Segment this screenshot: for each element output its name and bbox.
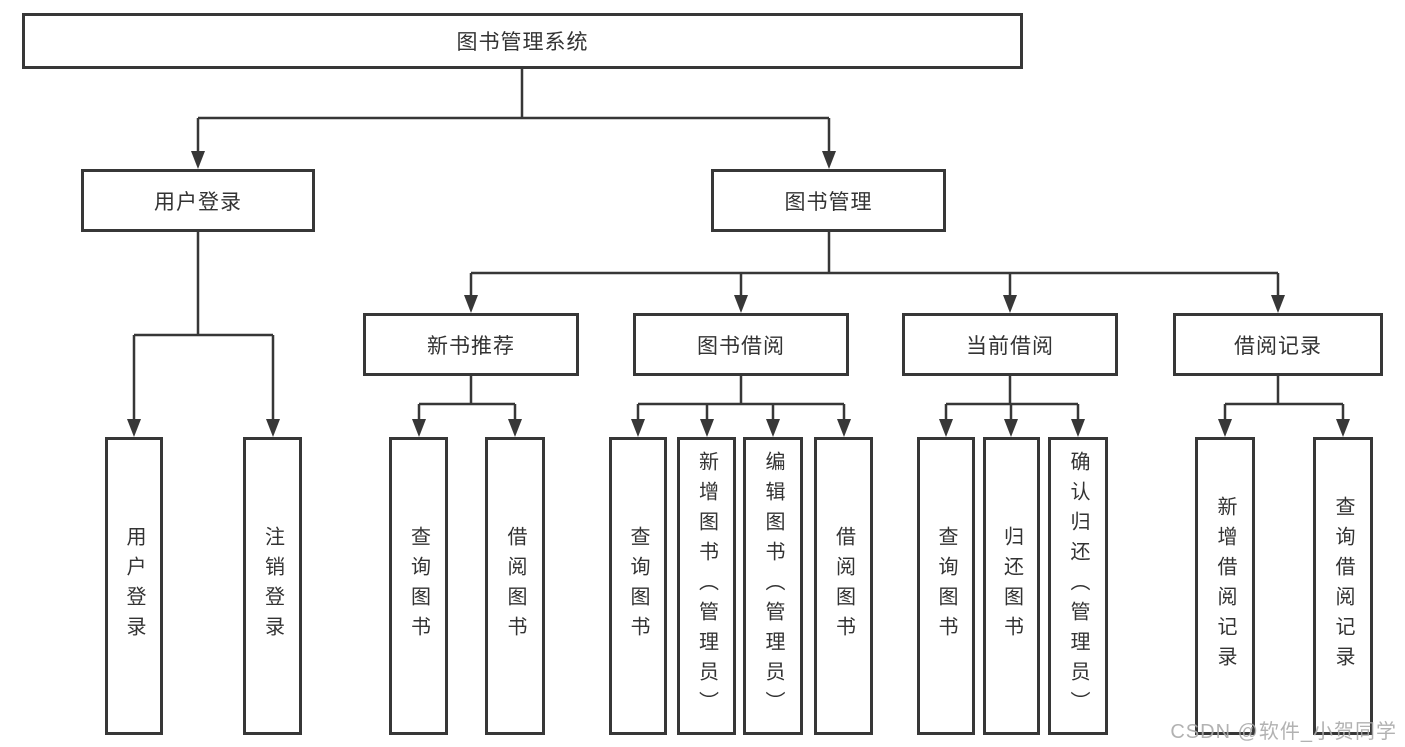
leaf-logout: 注销登录 bbox=[243, 437, 302, 735]
node-user-login: 用户登录 bbox=[81, 169, 315, 232]
leaf-borrow-books-label: 借阅图书 bbox=[832, 526, 855, 646]
connector-currentborrow-to-leaves bbox=[944, 376, 1080, 420]
leaf-borrow-books-recommend: 借阅图书 bbox=[485, 437, 545, 735]
leaf-query-borrow-record: 查询借阅记录 bbox=[1313, 437, 1373, 735]
node-borrow-records-label: 借阅记录 bbox=[1234, 334, 1322, 358]
node-current-borrow: 当前借阅 bbox=[902, 313, 1118, 376]
leaf-borrow-books-recommend-label: 借阅图书 bbox=[504, 526, 526, 646]
leaf-confirm-return-admin-label: 确认归还（管理员） bbox=[1067, 451, 1089, 721]
leaf-query-books-borrow: 查询图书 bbox=[609, 437, 667, 735]
leaf-add-borrow-record-label: 新增借阅记录 bbox=[1214, 496, 1236, 676]
leaf-add-books-admin: 新增图书（管理员） bbox=[677, 437, 736, 735]
leaf-query-books-current: 查询图书 bbox=[917, 437, 975, 735]
leaf-return-books-label: 归还图书 bbox=[1000, 526, 1023, 646]
connector-bookmgmt-to-level3 bbox=[469, 232, 1280, 296]
connector-userlogin-to-leaves bbox=[132, 232, 275, 420]
leaf-edit-books-admin: 编辑图书（管理员） bbox=[743, 437, 803, 735]
leaf-query-books-recommend: 查询图书 bbox=[389, 437, 448, 735]
leaf-user-login-label: 用户登录 bbox=[123, 526, 145, 646]
connector-borrowrecords-to-leaves bbox=[1223, 376, 1345, 420]
node-borrow-records: 借阅记录 bbox=[1173, 313, 1383, 376]
connector-newbook-to-leaves bbox=[417, 376, 517, 420]
node-book-management-label: 图书管理 bbox=[784, 190, 873, 214]
node-book-borrow-label: 图书借阅 bbox=[697, 334, 785, 358]
node-current-borrow-label: 当前借阅 bbox=[966, 334, 1054, 358]
leaf-return-books: 归还图书 bbox=[983, 437, 1040, 735]
leaf-logout-label: 注销登录 bbox=[261, 526, 284, 646]
leaf-user-login: 用户登录 bbox=[105, 437, 163, 735]
leaf-add-books-admin-label: 新增图书（管理员） bbox=[695, 451, 718, 721]
connector-bookborrow-to-leaves bbox=[636, 376, 846, 420]
csdn-watermark: CSDN @软件_小贺同学 bbox=[1170, 721, 1397, 743]
node-new-book-recommend: 新书推荐 bbox=[363, 313, 579, 376]
node-user-login-label: 用户登录 bbox=[154, 190, 242, 214]
leaf-edit-books-admin-label: 编辑图书（管理员） bbox=[762, 451, 784, 721]
leaf-confirm-return-admin: 确认归还（管理员） bbox=[1048, 437, 1108, 735]
leaf-query-books-current-label: 查询图书 bbox=[935, 526, 957, 646]
node-book-borrow: 图书借阅 bbox=[633, 313, 849, 376]
node-book-management: 图书管理 bbox=[711, 169, 946, 232]
node-new-book-recommend-label: 新书推荐 bbox=[427, 334, 515, 358]
leaf-query-books-recommend-label: 查询图书 bbox=[407, 526, 430, 646]
leaf-borrow-books: 借阅图书 bbox=[814, 437, 873, 735]
leaf-add-borrow-record: 新增借阅记录 bbox=[1195, 437, 1255, 735]
leaf-query-borrow-record-label: 查询借阅记录 bbox=[1332, 496, 1354, 676]
node-root-label: 图书管理系统 bbox=[456, 31, 589, 54]
node-root-library-management-system: 图书管理系统 bbox=[22, 13, 1023, 69]
connector-root-to-level2 bbox=[196, 69, 831, 152]
leaf-query-books-borrow-label: 查询图书 bbox=[627, 526, 649, 646]
